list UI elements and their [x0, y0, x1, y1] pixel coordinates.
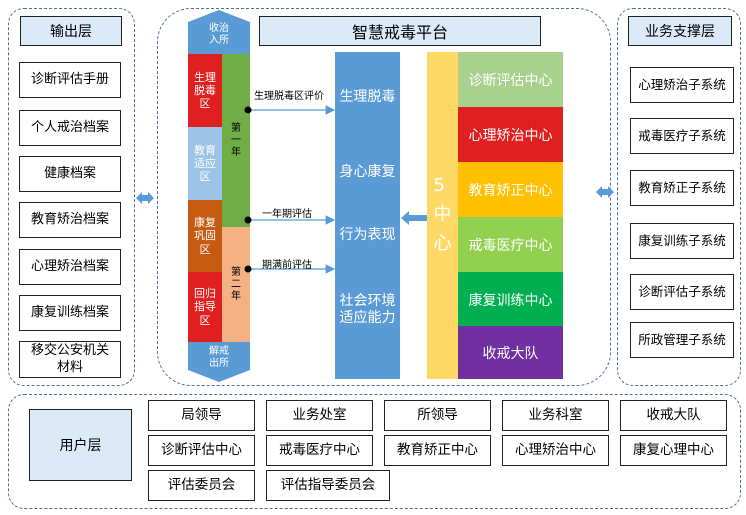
year-block: 第 一 年: [222, 54, 250, 227]
output-item: 诊断评估手册: [19, 62, 121, 98]
user-item: 所领导: [384, 400, 491, 431]
left-arrow-icon: [401, 211, 427, 225]
support-item: 所政管理子系统: [630, 322, 734, 358]
output-item: 康复训练档案: [19, 295, 121, 331]
user-layer-header: 用户层: [29, 409, 132, 481]
support-item: 诊断评估子系统: [630, 274, 734, 310]
support-layer-header: 业务支撑层: [628, 16, 732, 46]
user-layer-panel: [8, 394, 741, 509]
support-item: 康复训练子系统: [630, 223, 734, 259]
center-block: 戒毒医疗中心: [458, 217, 563, 272]
eval-label-detox: 生理脱毒区评价: [254, 91, 324, 102]
output-item: 健康档案: [19, 156, 121, 192]
double-arrow-icon: [136, 192, 154, 204]
output-item: 教育矫治档案: [19, 202, 121, 238]
center-block: 康复训练中心: [458, 272, 563, 327]
support-item: 教育矫正子系统: [630, 170, 734, 206]
center-item: 行为表现: [339, 227, 396, 244]
output-layer-header: 输出层: [20, 16, 122, 46]
center-column: [335, 52, 400, 379]
eval-label-one-year: 一年期评估: [262, 209, 312, 220]
zone-block: 回归 指导 区: [188, 272, 222, 342]
support-item: 心理矫治子系统: [630, 67, 734, 103]
zone-block: 康复 巩固 区: [188, 200, 222, 272]
center-block: 教育矫正中心: [458, 162, 563, 217]
support-layer-panel: [617, 8, 741, 386]
zone-block: 教育 适应 区: [188, 127, 222, 200]
center-block: 心理矫治中心: [458, 107, 563, 162]
center-item: 社会环境 适应能力: [339, 292, 396, 327]
support-item: 戒毒医疗子系统: [630, 118, 734, 154]
output-item: 心理矫治档案: [19, 249, 121, 285]
evaluation-arrows: [244, 105, 336, 274]
eval-label-before-expiry: 期满前评估: [262, 260, 312, 271]
center-item: 身心康复: [339, 164, 396, 181]
output-item: 移交公安机关 材料: [19, 341, 121, 378]
page-title: 智慧戒毒平台: [259, 16, 541, 46]
five-centers-label: 5 中 心: [427, 52, 458, 379]
year-block: 第 二 年: [222, 227, 250, 342]
user-item: 评估委员会: [148, 470, 255, 501]
output-layer-panel: [8, 8, 135, 386]
double-arrow-icon: [596, 186, 614, 198]
zone-block: 生理 脱毒 区: [188, 54, 222, 127]
release-label: 解戒 出所: [209, 346, 229, 369]
user-item: 局领导: [148, 400, 255, 431]
user-item: 教育矫正中心: [384, 435, 491, 466]
user-item: 评估指导委员会: [266, 470, 390, 501]
user-item: 收戒大队: [620, 400, 727, 431]
admission-label: 收治 入所: [209, 23, 229, 46]
user-item: 康复心理中心: [620, 435, 727, 466]
center-block: 诊断评估中心: [458, 52, 563, 107]
center-item: 生理脱毒: [339, 89, 396, 106]
user-item: 戒毒医疗中心: [266, 435, 373, 466]
user-item: 心理矫治中心: [502, 435, 609, 466]
user-item: 业务处室: [266, 400, 373, 431]
user-item: 诊断评估中心: [148, 435, 255, 466]
platform-panel: [157, 8, 611, 386]
flow-arrow-top: [188, 10, 250, 54]
output-item: 个人戒治档案: [19, 110, 121, 146]
user-item: 业务科室: [502, 400, 609, 431]
center-block: 收戒大队: [458, 326, 563, 379]
flow-arrow-bottom: [188, 342, 250, 382]
